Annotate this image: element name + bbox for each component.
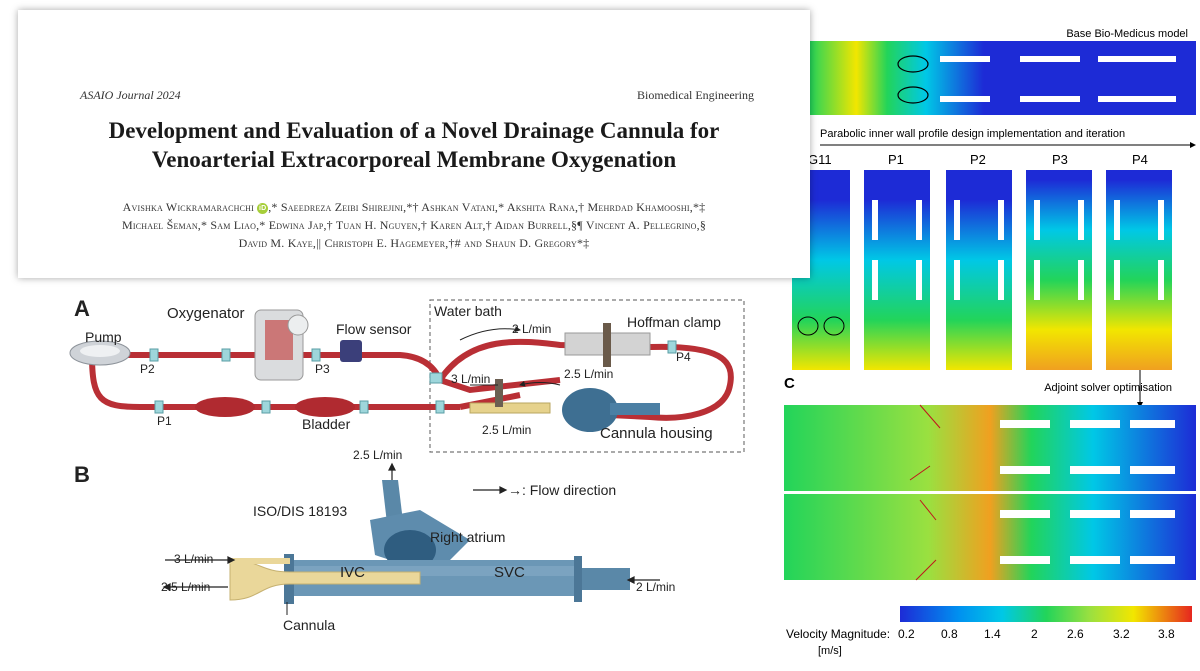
colorbar-unit: [m/s] — [818, 645, 842, 657]
connector — [221, 348, 231, 362]
label-b-flow-2: 2 L/min — [636, 580, 676, 594]
colorbar-tick: 0.8 — [941, 627, 958, 641]
connector — [261, 400, 271, 414]
label-cannula: Cannula — [283, 617, 336, 633]
label-flow-25-bottom: 2.5 L/min — [482, 423, 532, 437]
label-b-flow-25: 2.5 L/min — [161, 580, 211, 594]
author-first: Avishka Wickramarachchi — [122, 200, 255, 214]
label-p2: P2 — [140, 362, 155, 376]
colorbar-tick: 2 — [1031, 627, 1038, 641]
panel-b-diagram — [162, 462, 660, 615]
label-pump: Pump — [85, 329, 122, 345]
author-list: Avishka Wickramarachchi iD,* Saeedreza Z… — [58, 198, 770, 252]
label-p1: P1 — [157, 414, 172, 428]
connector — [435, 400, 445, 414]
bladder-2 — [295, 397, 355, 417]
cfd-design-p3 — [1026, 170, 1092, 370]
cfd-design-p1 — [864, 170, 930, 370]
cfd-parabolic-text: Parabolic inner wall profile design impl… — [820, 128, 1125, 140]
journal-section: Biomedical Engineering — [637, 88, 754, 102]
label-bladder: Bladder — [302, 416, 351, 432]
cfd-adjoint-field-1 — [784, 405, 1196, 491]
author-line-3: David M. Kaye,|| Christoph E. Hagemeyer,… — [238, 236, 590, 250]
author-line-1-rest: ,* Saeedreza Zeibi Shirejini,*† Ashkan V… — [268, 200, 706, 214]
colorbar — [900, 606, 1192, 622]
panel-a-diagram — [69, 299, 745, 453]
clamp-screw — [603, 323, 611, 367]
label-flow-2: 2 L/min — [512, 322, 552, 336]
arrow-2lmin — [459, 326, 521, 341]
pump-top — [80, 345, 120, 357]
label-b-flow-3: 3 L/min — [174, 552, 214, 566]
label-oxygenator: Oxygenator — [167, 305, 245, 322]
cfd-base-marker — [897, 86, 929, 104]
flow-sensor-shape — [340, 340, 362, 362]
label-ivc: IVC — [340, 564, 366, 581]
author-line-2: Michael Šeman,* Sam Liao,* Edwina Jap,† … — [121, 218, 707, 232]
valve-shape — [495, 379, 503, 407]
connector — [311, 348, 321, 362]
label-hoffman-clamp: Hoffman clamp — [627, 314, 721, 330]
connector — [667, 340, 677, 354]
design-label-p1: P1 — [888, 152, 904, 167]
svc-flange — [574, 556, 582, 602]
connector — [429, 372, 443, 384]
tube-lower — [89, 354, 460, 410]
colorbar-tick: 3.2 — [1113, 627, 1130, 641]
cfd-adjoint-field-2 — [784, 494, 1196, 580]
cannula-branch — [230, 558, 290, 564]
cfd-base-slots — [940, 56, 1176, 102]
label-svc: SVC — [494, 564, 525, 581]
label-flow-25-top: 2.5 L/min — [564, 367, 614, 381]
connector — [149, 348, 159, 362]
label-b-flow-top: 2.5 L/min — [353, 448, 403, 462]
label-flow-3: 3 L/min — [451, 372, 491, 386]
panel-b-letter: B — [74, 462, 90, 487]
cfd-panel-c-letter: C — [784, 375, 795, 392]
cannula-shape — [469, 402, 551, 414]
colorbar-tick: 3.8 — [1158, 627, 1175, 641]
bladder-1 — [195, 397, 255, 417]
author-line-1: Avishka Wickramarachchi iD,* Saeedreza Z… — [58, 198, 770, 216]
panel-a-letter: A — [74, 296, 90, 321]
label-p4: P4 — [676, 350, 691, 364]
title-line-2: Venoarterial Extracorporeal Membrane Oxy… — [151, 147, 677, 172]
paper-header: ASAIO Journal 2024 Biomedical Engineerin… — [18, 10, 810, 278]
cfd-design-p4 — [1106, 170, 1172, 370]
label-cannula-housing: Cannula housing — [600, 425, 713, 442]
cfd-base-marker — [897, 55, 929, 73]
cfd-base-title: Base Bio-Medicus model — [1066, 28, 1188, 40]
design-label-g11: G11 — [808, 152, 832, 167]
title-line-1: Development and Evaluation of a Novel Dr… — [108, 118, 720, 143]
housing-highlight — [290, 566, 580, 576]
cfd-base-field — [810, 41, 1196, 115]
cfd-figure: Base Bio-Medicus model Parabolic inner w… — [784, 28, 1196, 657]
label-p3: P3 — [315, 362, 330, 376]
label-flow-direction: →: Flow direction — [508, 482, 617, 498]
oxygenator-shape — [254, 309, 309, 381]
cfd-adjoint-text: Adjoint solver optimisation — [1044, 382, 1172, 394]
paper-title: Development and Evaluation of a Novel Dr… — [48, 116, 780, 174]
label-water-bath: Water bath — [434, 303, 502, 319]
arrow-25lmin — [519, 380, 561, 387]
design-label-p4: P4 — [1132, 152, 1148, 167]
label-right-atrium: Right atrium — [430, 529, 506, 545]
connector — [154, 400, 164, 414]
orcid-icon[interactable]: iD — [257, 203, 269, 214]
journal-name: ASAIO Journal 2024 — [80, 88, 181, 102]
cfd-design-p2 — [946, 170, 1012, 370]
design-label-p2: P2 — [970, 152, 986, 167]
connector — [359, 400, 369, 414]
housing-outlet — [610, 403, 660, 415]
colorbar-tick: 2.6 — [1067, 627, 1084, 641]
tube-p4-loop — [437, 338, 734, 421]
svc-tube — [580, 568, 630, 590]
label-iso: ISO/DIS 18193 — [253, 503, 348, 519]
colorbar-tick: 0.2 — [898, 627, 915, 641]
label-flow-sensor: Flow sensor — [336, 321, 412, 337]
design-label-p3: P3 — [1052, 152, 1068, 167]
colorbar-tick: 1.4 — [984, 627, 1001, 641]
cannula-housing-shape — [562, 388, 618, 432]
colorbar-label: Velocity Magnitude: — [786, 627, 890, 641]
